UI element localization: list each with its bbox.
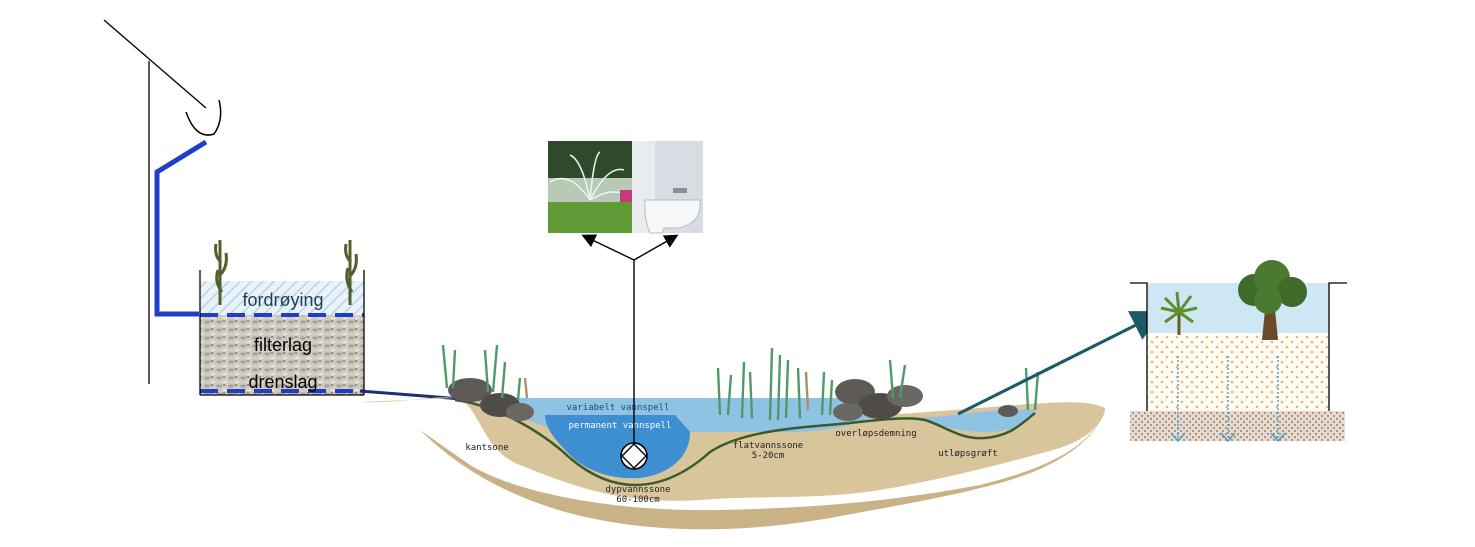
toilet-image bbox=[632, 141, 703, 234]
retention-layer bbox=[200, 281, 364, 315]
roof-gutter bbox=[185, 99, 222, 136]
layer-label-filter: filterlag bbox=[254, 335, 312, 355]
rain-garden-planter bbox=[199, 270, 365, 396]
infiltration-sand bbox=[1147, 333, 1329, 411]
sprinkler-image bbox=[548, 141, 632, 233]
infiltration-arrows bbox=[1170, 356, 1286, 443]
water-labels: variabelt vannspell permanent vannspell bbox=[567, 403, 672, 431]
house-wall-outline bbox=[103, 19, 207, 384]
label-outlet: utløpsgrøft bbox=[938, 449, 998, 459]
layer-label-drain: drenslag bbox=[248, 372, 317, 392]
label-deep-depth: 60-100cm bbox=[616, 495, 659, 505]
filter-layer bbox=[200, 315, 364, 395]
layer-label-retention: fordrøying bbox=[242, 290, 323, 310]
water-permanent bbox=[545, 415, 690, 479]
palm-icon bbox=[1160, 291, 1198, 335]
infiltration-subsoil bbox=[1130, 411, 1345, 441]
overflow-arrow bbox=[957, 311, 1164, 416]
label-overflow: overløpsdemning bbox=[835, 429, 916, 439]
reuse-arrows bbox=[581, 234, 679, 450]
label-permanent-water: permanent vannspell bbox=[569, 421, 672, 431]
pond-reeds bbox=[441, 344, 1040, 421]
pond-rocks bbox=[448, 378, 1018, 421]
zone-labels: kantsone dypvannssone 60-100cm flatvanns… bbox=[465, 429, 997, 505]
label-shallow-zone: flatvannssone bbox=[733, 441, 803, 451]
label-variable-water: variabelt vannspell bbox=[567, 403, 670, 413]
pump-icon bbox=[620, 442, 648, 470]
label-edge-zone: kantsone bbox=[465, 443, 508, 453]
downpipe bbox=[154, 139, 208, 317]
label-shallow-depth: 5-20cm bbox=[752, 451, 785, 461]
infiltration-trench bbox=[1130, 282, 1347, 441]
tree-icon bbox=[1238, 260, 1307, 340]
label-deep-zone: dypvannssone bbox=[605, 485, 670, 495]
planter-plant-icon bbox=[214, 240, 358, 305]
pond-liner bbox=[454, 398, 1036, 487]
